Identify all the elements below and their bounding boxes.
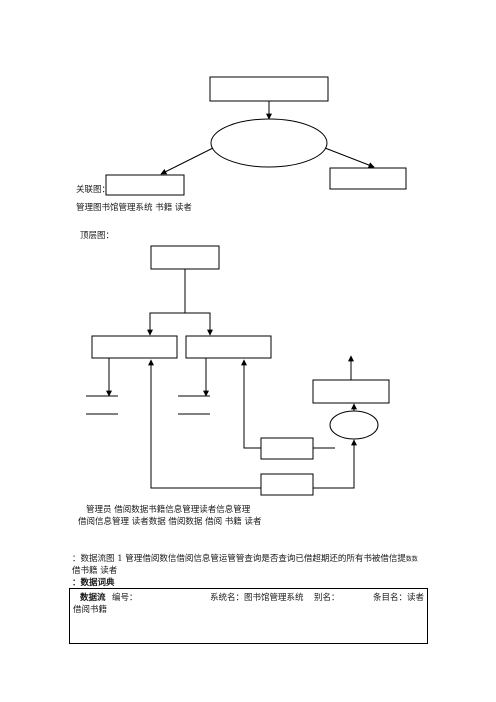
top-caption-line1: 管理员 借阅数据书籍信息管理读者信息管理: [86, 505, 251, 515]
lower-box-to-left-process: [148, 359, 261, 489]
context-system-process: [210, 118, 328, 168]
context-diagram: [105, 76, 407, 196]
dataflow-line1: ：数据流图 1 管理借阅数信借阅信息管运管管查询是否查询已借超期还的所有书被借信…: [72, 554, 418, 565]
context-top-box: [209, 76, 329, 102]
context-right-box: [329, 167, 407, 190]
lower-box-to-ellipse: [313, 439, 357, 489]
upper-box-to-right-process: [241, 359, 261, 449]
dictionary-entry: 条目名：读者: [373, 593, 425, 603]
top-label: 顶层图：: [80, 231, 115, 241]
dictionary-system: 系统名：图书馆管理系统: [210, 593, 304, 603]
dictionary-entry-cont: 借阅书籍: [73, 605, 108, 615]
data-box-upper: [260, 437, 314, 460]
dictionary-heading: ：数据词典: [72, 578, 115, 588]
dictionary-alias: 别名：: [314, 593, 340, 603]
dictionary-number: 编号：: [112, 593, 138, 603]
dataflow-small-text: 数数: [405, 556, 418, 563]
dictionary-label: 数据流: [80, 593, 106, 603]
borrow-process: [329, 410, 379, 440]
top-caption-line2: 借阅信息管理 读者数据 借阅数据 借阅 书籍 读者: [78, 517, 262, 527]
context-right-flow: [324, 147, 375, 168]
admin-box: [150, 245, 220, 270]
context-label: 关联图：: [76, 185, 111, 195]
context-caption: 管理图书馆管理系统 书籍 读者: [76, 203, 192, 213]
process-box-far-right: [312, 379, 390, 404]
top-level-diagram: [86, 245, 390, 496]
branch-left: [147, 312, 185, 336]
dataflow-line2: 借书籍 读者: [72, 566, 118, 576]
process-box-right: [185, 335, 272, 359]
context-left-box: [105, 174, 185, 196]
branch-right: [185, 312, 213, 336]
context-left-flow: [160, 147, 214, 175]
data-dictionary-box: 数据流 编号： 系统名：图书馆管理系统 别名： 条目名：读者 借阅书籍: [69, 588, 428, 644]
process-box-left: [91, 335, 178, 359]
dataflow-text: ：数据流图 1 管理借阅数信借阅信息管运管管查询是否查询已借超期还的所有书被借信…: [72, 554, 406, 564]
data-box-lower: [260, 473, 314, 496]
